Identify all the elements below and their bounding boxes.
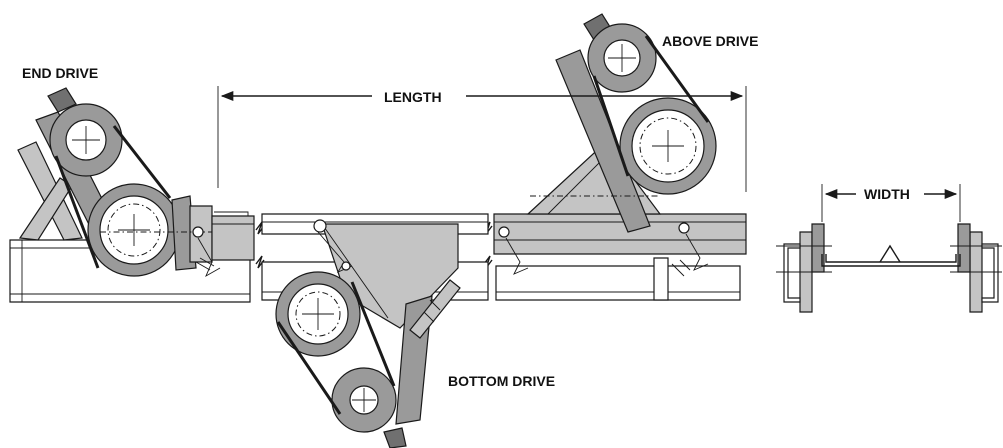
end-drive-label: END DRIVE: [22, 65, 98, 81]
bottom-drive-label: BOTTOM DRIVE: [448, 373, 555, 389]
above-drive-assembly: [493, 13, 747, 301]
length-dimension: [217, 86, 747, 192]
width-label: WIDTH: [864, 186, 910, 202]
length-label: LENGTH: [384, 89, 442, 105]
bottom-drive-assembly: [261, 213, 489, 448]
end-drive-assembly: [9, 87, 255, 303]
width-cross-section: [776, 184, 1002, 313]
above-drive-label: ABOVE DRIVE: [662, 33, 758, 49]
